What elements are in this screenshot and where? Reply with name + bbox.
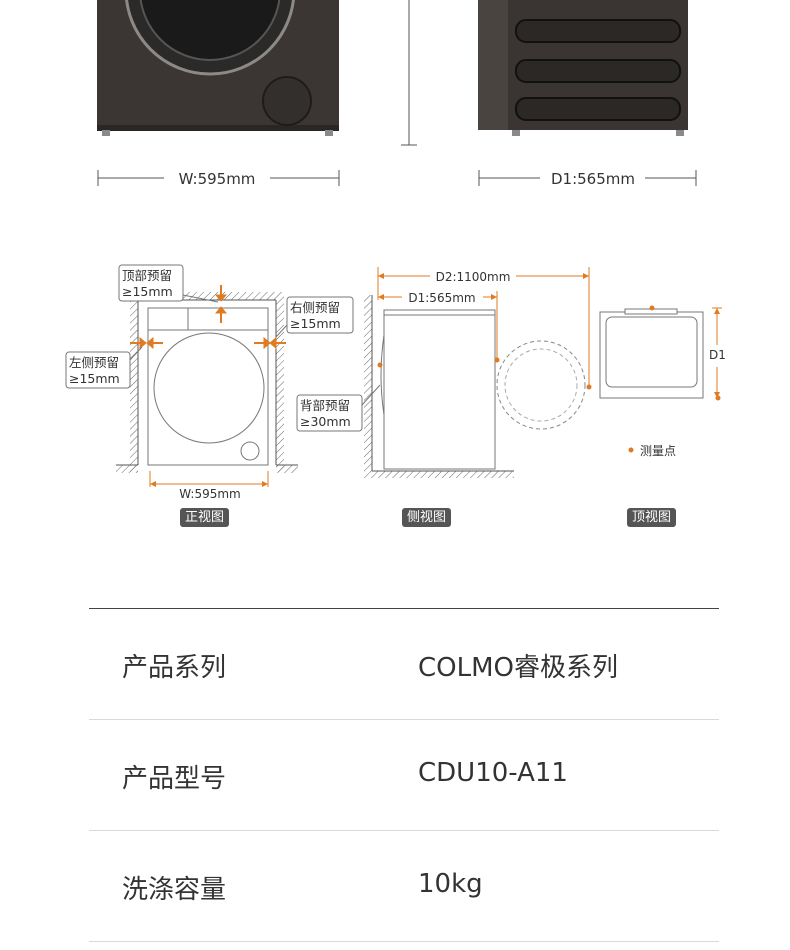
front-width-label: W:595mm <box>179 170 256 188</box>
top-view-diagram: D1 测量点 <box>599 305 726 458</box>
front-view-diagram: 顶部预留 ≥15mm 右侧预留 ≥15mm 左侧预留 ≥15mm W:595mm <box>65 264 354 501</box>
spec-value: 10kg <box>418 869 483 899</box>
spec-row-capacity: 洗涤容量 10kg <box>89 831 719 942</box>
top-view-tag: 顶视图 <box>627 508 677 527</box>
spec-value: CDU10-A11 <box>418 758 568 788</box>
spec-row-model: 产品型号 CDU10-A11 <box>89 720 719 831</box>
spec-value: COLMO睿极系列 <box>418 653 619 683</box>
detergent-knob <box>262 76 312 126</box>
side-view-tag: 侧视图 <box>402 508 452 527</box>
left-clearance-label: 左侧预留 <box>69 355 119 370</box>
measure-point-legend-dot <box>628 447 634 453</box>
top-d1-dim: D1 <box>709 348 726 362</box>
right-clearance-label: 右侧预留 <box>290 300 340 315</box>
front-washer-outline <box>147 307 269 466</box>
front-view-tag: 正视图 <box>180 508 230 527</box>
side-washer-outline <box>383 309 496 470</box>
side-d1-dim: D1:565mm <box>408 291 475 305</box>
back-clearance-value: ≥30mm <box>300 414 351 429</box>
top-clearance-label: 顶部预留 <box>122 268 172 283</box>
spec-key: 产品系列 <box>122 653 227 683</box>
side-view-diagram: D2:1100mm D1:565mm 背部预留 ≥30mm <box>296 267 592 478</box>
spec-key: 产品型号 <box>122 764 227 794</box>
measure-point-legend-label: 测量点 <box>640 444 676 458</box>
spec-table: 产品系列 COLMO睿极系列 产品型号 CDU10-A11 洗涤容量 10kg <box>89 608 719 942</box>
front-width-dim: W:595mm <box>179 487 241 501</box>
spec-row-series: 产品系列 COLMO睿极系列 <box>89 608 719 720</box>
installation-diagram: 顶部预留 ≥15mm 右侧预留 ≥15mm 左侧预留 ≥15mm W:595mm <box>65 264 726 501</box>
top-clearance-value: ≥15mm <box>122 284 173 299</box>
top-washer-outline <box>599 311 704 399</box>
washer-photos: W:595mm D1:565mm <box>97 0 697 188</box>
side-d2-dim: D2:1100mm <box>436 270 511 284</box>
back-clearance-label: 背部预留 <box>300 398 350 413</box>
spec-key: 洗涤容量 <box>122 875 227 905</box>
side-depth-label: D1:565mm <box>551 170 635 188</box>
left-clearance-value: ≥15mm <box>69 371 120 386</box>
right-clearance-value: ≥15mm <box>290 316 341 331</box>
